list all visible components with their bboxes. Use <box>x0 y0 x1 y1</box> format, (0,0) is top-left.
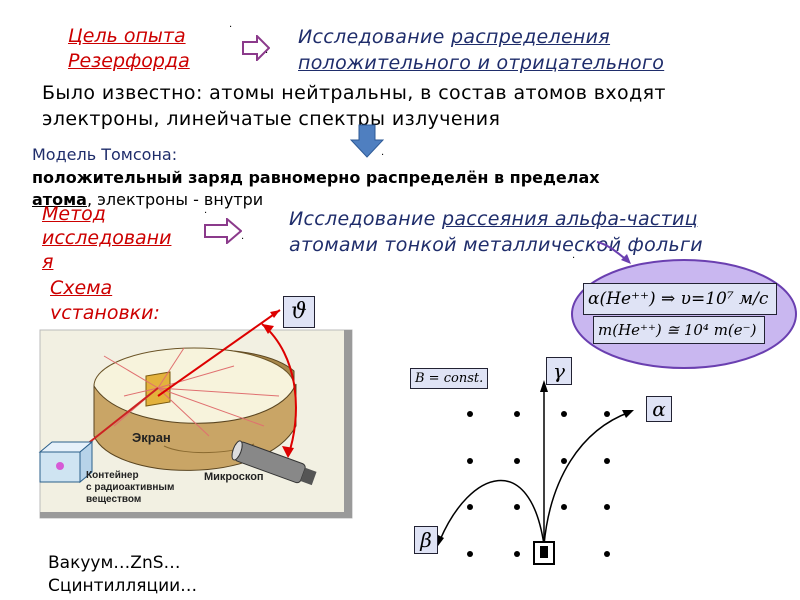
thomson-bold-line2: атома <box>32 190 87 209</box>
schema-label-line1: Схема <box>50 277 113 299</box>
field-dot <box>467 551 473 557</box>
container-label-line1: Контейнер <box>86 470 139 481</box>
known-line1: Было известно: атомы нейтральны, в соста… <box>42 82 666 104</box>
schema-label: Схема установки: <box>50 276 160 319</box>
field-dot <box>561 458 567 464</box>
goal-label-line1: Цель опыта <box>68 25 186 47</box>
field-dot <box>561 411 567 417</box>
gamma-label: γ <box>546 357 572 385</box>
thomson-title: Модель Томсона: <box>32 145 178 164</box>
down-arrow-icon <box>350 124 384 158</box>
method-text-pre: Исследование <box>289 208 442 230</box>
bottom-line2: Сцинтилляции… <box>48 576 198 596</box>
known-line2: электроны, линейчатые спектры излучения <box>42 108 501 130</box>
bottom-text: Вакуум…ZnS… Сцинтилляции… <box>48 552 197 598</box>
formula-velocity: α(He⁺⁺) ⇒ υ=10⁷ м/с <box>583 283 777 315</box>
thomson-block: положительный заряд равномерно распредел… <box>32 167 600 211</box>
decor-dot: · <box>229 22 233 33</box>
field-dot <box>604 551 610 557</box>
field-dot <box>561 504 567 510</box>
beta-label: β <box>414 526 438 554</box>
decor-dot: · <box>241 234 245 245</box>
method-label-line1: Метод <box>42 203 106 225</box>
thomson-bold-line1: положительный заряд равномерно распредел… <box>32 168 600 187</box>
method-label-line3: я <box>42 251 54 273</box>
decor-dot: · <box>204 208 208 219</box>
goal-text-line2: положительного и отрицательного <box>298 52 665 74</box>
goal-text-pre: Исследование <box>298 26 451 48</box>
method-label-line2: исследовани <box>42 227 172 249</box>
method-text: Исследование рассеяния альфа-частиц атом… <box>289 206 779 258</box>
theta-symbol-box: ϑ <box>283 296 315 328</box>
container-label-line3: веществом <box>86 494 141 505</box>
method-text-underlined: рассеяния альфа-частиц <box>441 208 698 230</box>
bottom-line1: Вакуум…ZnS… <box>48 553 181 573</box>
field-dot <box>604 458 610 464</box>
particle-trajectories <box>436 380 634 565</box>
method-label: Метод исследовани я <box>42 202 171 274</box>
field-dot <box>604 411 610 417</box>
field-dot <box>467 504 473 510</box>
decor-dot: · <box>265 48 269 59</box>
field-dot <box>514 551 520 557</box>
formula-mass: m(He⁺⁺) ≅ 10⁴ m(e⁻) <box>593 316 765 344</box>
thomson-rest-line2: , электроны - внутри <box>86 190 264 209</box>
field-dot <box>467 411 473 417</box>
container-label-line2: с радиоактивным <box>86 482 174 493</box>
known-facts: Было известно: атомы нейтральны, в соста… <box>42 80 762 132</box>
field-dot <box>467 458 473 464</box>
goal-label-line2: Резерфорда <box>68 50 190 72</box>
schema-label-line2: установки: <box>50 302 160 319</box>
screen-label: Экран <box>132 430 171 445</box>
pointer-arrow-icon <box>596 241 631 264</box>
field-label-box: B = const. <box>410 368 489 389</box>
decor-dot: · <box>572 253 576 264</box>
field-dot <box>514 458 520 464</box>
rutherford-apparatus-illustration: Экран Микроскоп Контейнер с радиоактивны… <box>38 329 353 519</box>
method-text-line2: атомами тонкой металлической фольги <box>289 234 703 256</box>
right-arrow-icon <box>204 218 242 244</box>
microscope-label: Микроскоп <box>204 471 264 483</box>
field-dot <box>604 504 610 510</box>
alpha-label: α <box>646 396 672 422</box>
goal-text-underlined: распределения <box>450 26 611 48</box>
decor-dot: · <box>381 150 385 161</box>
scattering-angle-arrows <box>157 309 297 458</box>
field-dot <box>514 411 520 417</box>
field-dot <box>514 504 520 510</box>
right-arrow-icon <box>242 35 270 61</box>
